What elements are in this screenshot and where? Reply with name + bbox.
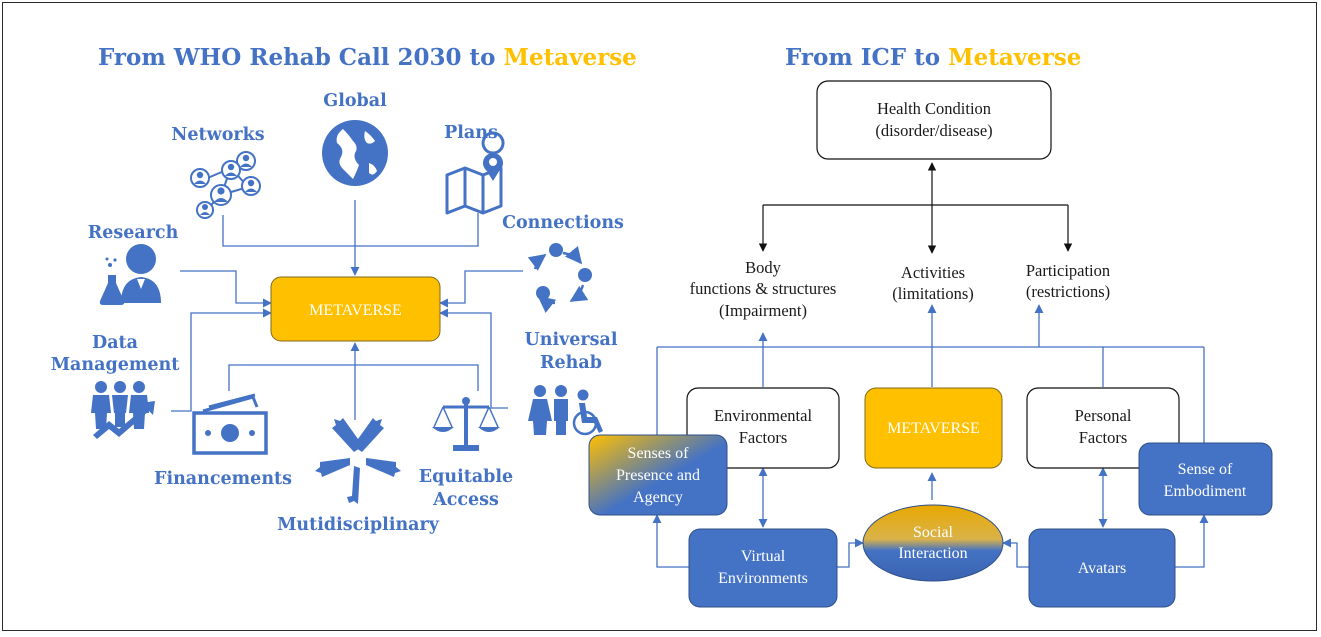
label-global: Global	[323, 91, 387, 111]
left-title-highlight: Metaverse	[503, 44, 636, 71]
left-metaverse-label: METAVERSE	[309, 302, 402, 319]
growth-people-icon	[91, 381, 155, 439]
social-line2: Interaction	[898, 545, 967, 562]
activities-line1: Activities	[901, 263, 965, 282]
senses-presence-line1: Senses of	[628, 445, 690, 462]
health-condition-box	[816, 80, 1052, 160]
researcher-icon	[99, 244, 161, 305]
money-icon	[192, 393, 268, 455]
body-line2: functions & structures	[690, 279, 837, 298]
label-data-management-1: Data	[92, 333, 138, 353]
senses-presence-line2: Presence and	[616, 467, 700, 484]
environmental-line2: Factors	[739, 428, 788, 447]
icf-metaverse-label: METAVERSE	[887, 420, 980, 437]
cycle-icon	[527, 243, 592, 313]
label-universal-rehab-2: Rehab	[540, 353, 602, 373]
senses-presence-line3: Agency	[633, 489, 683, 506]
virtual-environments-box	[688, 528, 838, 608]
left-metaverse-box	[270, 276, 441, 342]
participation-line2: (restrictions)	[1026, 282, 1110, 301]
diagram-canvas: From WHO Rehab Call 2030 to Metaverse ME…	[51, 44, 1273, 608]
network-icon	[190, 151, 261, 219]
personal-line2: Factors	[1079, 428, 1128, 447]
left-title: From WHO Rehab Call 2030 to Metaverse	[98, 44, 637, 71]
health-condition-line1: Health Condition	[877, 99, 991, 118]
scales-icon	[432, 397, 500, 451]
personal-line1: Personal	[1075, 406, 1132, 425]
virtual-env-line2: Environments	[718, 570, 808, 587]
right-title: From ICF to Metaverse	[785, 44, 1081, 71]
sense-embodiment-line1: Sense of	[1178, 461, 1233, 478]
icf-blue-connectors	[652, 304, 1209, 568]
virtual-env-line1: Virtual	[741, 548, 786, 565]
body-line1: Body	[745, 258, 782, 277]
label-connections: Connections	[502, 213, 624, 233]
hands-icon	[315, 418, 401, 504]
label-multidisciplinary: Mutidisciplinary	[277, 515, 440, 535]
right-title-highlight: Metaverse	[948, 44, 1081, 71]
social-interaction-ellipse	[862, 504, 1004, 582]
label-networks: Networks	[171, 125, 264, 145]
health-condition-line2: (disorder/disease)	[875, 121, 992, 140]
label-data-management-2: Management	[51, 355, 180, 375]
body-line3: (Impairment)	[719, 301, 807, 320]
globe-icon	[322, 120, 388, 186]
label-financements: Financements	[154, 469, 292, 489]
social-line1: Social	[913, 524, 954, 541]
disability-icon	[528, 385, 603, 436]
avatars-label: Avatars	[1078, 560, 1127, 577]
sense-embodiment-box	[1138, 442, 1273, 516]
activities-line2: (limitations)	[892, 284, 974, 303]
senses-presence-box	[588, 434, 728, 516]
right-title-prefix: From ICF to	[785, 44, 948, 71]
label-equitable-access-1: Equitable	[419, 467, 513, 487]
label-universal-rehab-1: Universal	[525, 330, 618, 350]
map-icon	[445, 131, 505, 215]
label-equitable-access-2: Access	[432, 490, 499, 510]
icf-metaverse-box	[864, 387, 1003, 469]
left-title-prefix: From WHO Rehab Call 2030 to	[98, 44, 503, 71]
label-plans: Plans	[444, 123, 498, 143]
icf-black-connectors	[758, 162, 1073, 254]
avatars-box	[1028, 528, 1176, 608]
label-research: Research	[88, 223, 179, 243]
left-connectors	[171, 200, 523, 420]
participation-line1: Participation	[1026, 261, 1110, 280]
environmental-line1: Environmental	[714, 406, 812, 425]
sense-embodiment-line2: Embodiment	[1164, 483, 1247, 500]
